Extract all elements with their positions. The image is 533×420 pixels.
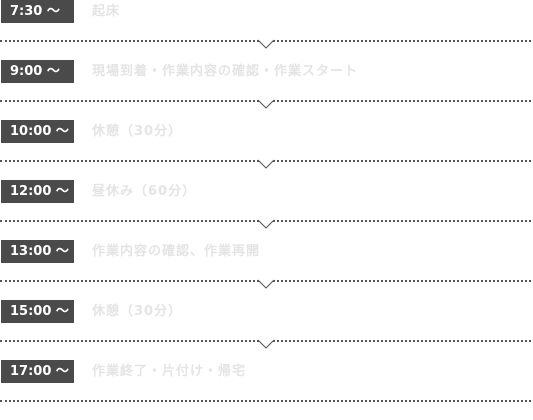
- schedule-description: 作業終了・片付け・帰宅: [92, 364, 247, 379]
- schedule-row: 13:00 ～ 作業内容の確認、作業再開: [0, 240, 533, 300]
- chevron-down-icon: [258, 99, 274, 109]
- time-badge: 10:00 ～: [1, 120, 74, 143]
- time-badge: 12:00 ～: [1, 180, 74, 203]
- schedule-row: 12:00 ～ 昼休み（60分）: [0, 180, 533, 240]
- time-badge: 17:00 ～: [1, 360, 74, 383]
- time-badge: 7:30 ～: [1, 0, 74, 23]
- schedule-description: 休憩（30分）: [92, 124, 183, 139]
- chevron-down-icon: [258, 39, 274, 49]
- schedule-row: 15:00 ～ 休憩（30分）: [0, 300, 533, 360]
- time-badge: 15:00 ～: [1, 300, 74, 323]
- time-badge: 13:00 ～: [1, 240, 74, 263]
- schedule-row: 7:30 ～ 起床: [0, 0, 533, 60]
- schedule-description: 現場到着・作業内容の確認・作業スタート: [92, 64, 359, 79]
- time-badge: 9:00 ～: [1, 60, 74, 83]
- schedule-description: 休憩（30分）: [92, 304, 183, 319]
- schedule-description: 作業内容の確認、作業再開: [92, 244, 261, 259]
- schedule-row: 10:00 ～ 休憩（30分）: [0, 120, 533, 180]
- schedule-row: 17:00 ～ 作業終了・片付け・帰宅: [0, 360, 533, 420]
- chevron-down-icon: [258, 279, 274, 289]
- schedule-description: 昼休み（60分）: [92, 184, 197, 199]
- schedule-row: 9:00 ～ 現場到着・作業内容の確認・作業スタート: [0, 60, 533, 120]
- schedule-timeline: 7:30 ～ 起床 9:00 ～ 現場到着・作業内容の確認・作業スタート 10:…: [0, 0, 533, 402]
- dotted-divider: [0, 400, 531, 402]
- schedule-description: 起床: [92, 4, 121, 19]
- chevron-down-icon: [258, 339, 274, 349]
- chevron-down-icon: [258, 219, 274, 229]
- chevron-down-icon: [258, 159, 274, 169]
